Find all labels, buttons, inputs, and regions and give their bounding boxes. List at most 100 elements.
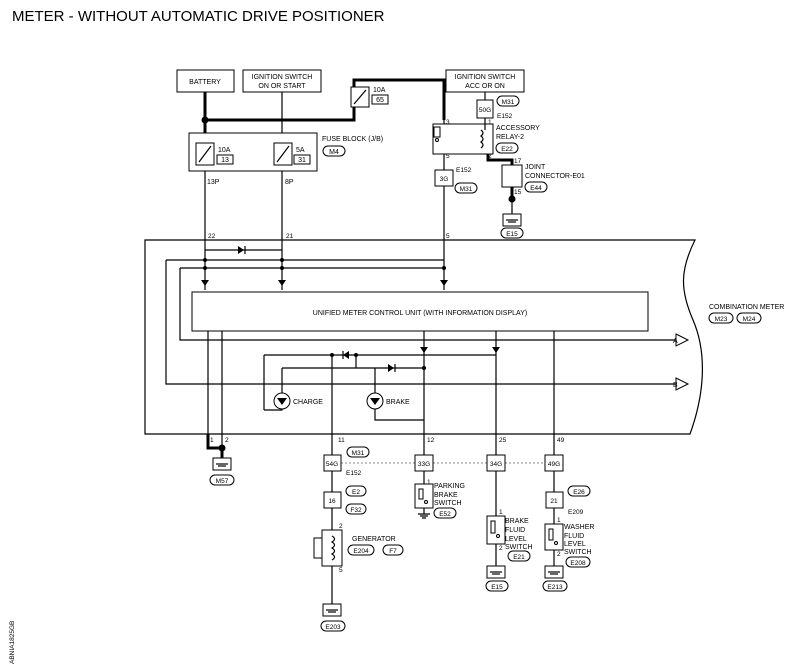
gen-f32: F32: [350, 507, 362, 514]
relay-label-2: RELAY-2: [496, 134, 524, 141]
meter-conn-m24: M24: [743, 316, 756, 323]
brake-fluid-label-2: FLUID: [505, 527, 525, 534]
meter-conn-m23: M23: [715, 316, 728, 323]
washer-fluid-level-switch: [544, 523, 564, 551]
fuse-block-label: FUSE BLOCK (J/B): [322, 136, 383, 143]
joint-connector: E44: [530, 185, 542, 192]
link-21: 21: [550, 498, 558, 505]
meter-pin1: 1: [210, 437, 214, 444]
washer-label-1: WASHER: [564, 524, 594, 531]
ground-e203: [322, 603, 342, 617]
link-16: 16: [328, 498, 336, 505]
joint-pin17: 17: [514, 158, 522, 165]
splice-joint: [508, 195, 516, 203]
relay-pin1: 1: [488, 119, 492, 126]
washer-connector: E208: [570, 560, 586, 567]
brake-fluid-pin1: 1: [499, 509, 503, 516]
gen-ground-label: E203: [325, 624, 341, 631]
mid-e152: E152: [346, 470, 362, 477]
joint-label-2: CONNECTOR-E01: [525, 173, 585, 180]
battery-label: BATTERY: [189, 79, 221, 86]
washer-ground: E213: [547, 584, 563, 591]
brake-fluid-label-3: LEVEL: [505, 536, 527, 543]
brake-fluid-label-1: BRAKE: [505, 518, 529, 525]
relay-pin5: 5: [446, 153, 450, 160]
fuse2-pin: 8P: [285, 179, 294, 186]
conn-50g: 50G: [479, 107, 491, 114]
conn-34g: 34G: [490, 461, 502, 468]
conn-33g: 33G: [418, 461, 430, 468]
brake-fluid-level-switch: [486, 515, 506, 545]
ignition-switch-acc-on-box: IGNITION SWITCH ACC OR ON: [445, 69, 525, 93]
fuse-65-amp: 10A: [373, 87, 386, 94]
fuse-block: 10A 13 5A 31: [188, 132, 318, 172]
ground-e213: [544, 565, 564, 579]
accessory-relay-2: [432, 123, 494, 155]
meter-pin21: 21: [286, 233, 294, 240]
meter-pin12: 12: [427, 437, 435, 444]
brake-fluid-label-4: SWITCH: [505, 544, 533, 551]
brake-fluid-ground: E15: [491, 584, 503, 591]
fuse1-amp: 10A: [218, 147, 231, 154]
gen-pin2: 2: [339, 523, 343, 530]
ground-e15-bottom: [486, 565, 506, 579]
arrow-b-label: B: [673, 382, 678, 389]
relay-pin3: 3: [446, 119, 450, 126]
relay-connector: E22: [501, 146, 513, 153]
joint-ground: E15: [506, 231, 518, 238]
fuse-10a-65: 10A 65: [350, 86, 389, 108]
meter-pin2: 2: [225, 437, 229, 444]
relay-conn-m31: M31: [502, 99, 515, 106]
fuse-65-num: 65: [376, 97, 384, 104]
parking-label-3: SWITCH: [434, 500, 462, 507]
generator-label: GENERATOR: [352, 536, 396, 543]
ground-e15-top: [502, 213, 522, 227]
meter-pin22: 22: [208, 233, 216, 240]
charge-label: CHARGE: [293, 399, 323, 406]
splice-battery: [201, 116, 209, 124]
washer-e26: E26: [573, 489, 585, 496]
conn-49g: 49G: [548, 461, 560, 468]
parking-connector: E52: [439, 511, 451, 518]
ign-acc-line1: IGNITION SWITCH: [455, 74, 516, 81]
joint-label-1: JOINT: [525, 164, 546, 171]
relay-pin2: 2: [488, 153, 492, 160]
washer-label-3: LEVEL: [564, 541, 586, 548]
parking-brake-switch: [414, 483, 434, 519]
unit-label: UNIFIED METER CONTROL UNIT (WITH INFORMA…: [313, 310, 527, 317]
brake-lamp: [366, 368, 424, 421]
meter-pin11: 11: [338, 437, 345, 444]
washer-label-4: SWITCH: [564, 549, 592, 556]
ign-start-line1: IGNITION SWITCH: [252, 74, 313, 81]
link-3g: 3G: [440, 176, 449, 183]
battery-box: BATTERY: [176, 69, 235, 93]
mid-m31: M31: [352, 450, 365, 457]
page-title: METER - WITHOUT AUTOMATIC DRIVE POSITION…: [12, 8, 385, 25]
ign-start-line2: ON OR START: [258, 83, 306, 90]
gen-conn-e204: E204: [353, 548, 369, 555]
brake-fluid-pin2: 2: [499, 545, 503, 552]
figure-code: ABNIA1825GB: [9, 621, 16, 664]
arrow-a-label: A: [673, 338, 678, 345]
fuse2-amp: 5A: [296, 147, 305, 154]
fuse2-num: 31: [298, 157, 306, 164]
charge-lamp: [264, 368, 291, 411]
washer-label-2: FLUID: [564, 533, 584, 540]
parking-label-1: PARKING: [434, 483, 465, 490]
gen-e2: E2: [352, 489, 360, 496]
parking-label-2: BRAKE: [434, 492, 458, 499]
fuse1-pin: 13P: [207, 179, 220, 186]
link-3g-m31: M31: [460, 186, 473, 193]
fuse1-num: 13: [221, 157, 229, 164]
link-3g-e152: E152: [456, 167, 472, 174]
meter-label: COMBINATION METER: [709, 304, 784, 311]
fuse-block-connector: M4: [329, 149, 339, 156]
unified-meter-control-unit: [191, 291, 649, 332]
ign-acc-line2: ACC OR ON: [465, 83, 505, 90]
meter-pin5: 5: [446, 233, 450, 240]
washer-pin1: 1: [557, 517, 561, 524]
washer-pin2: 2: [557, 551, 561, 558]
meter-pin25: 25: [499, 437, 507, 444]
conn-54g: 54G: [326, 461, 338, 468]
